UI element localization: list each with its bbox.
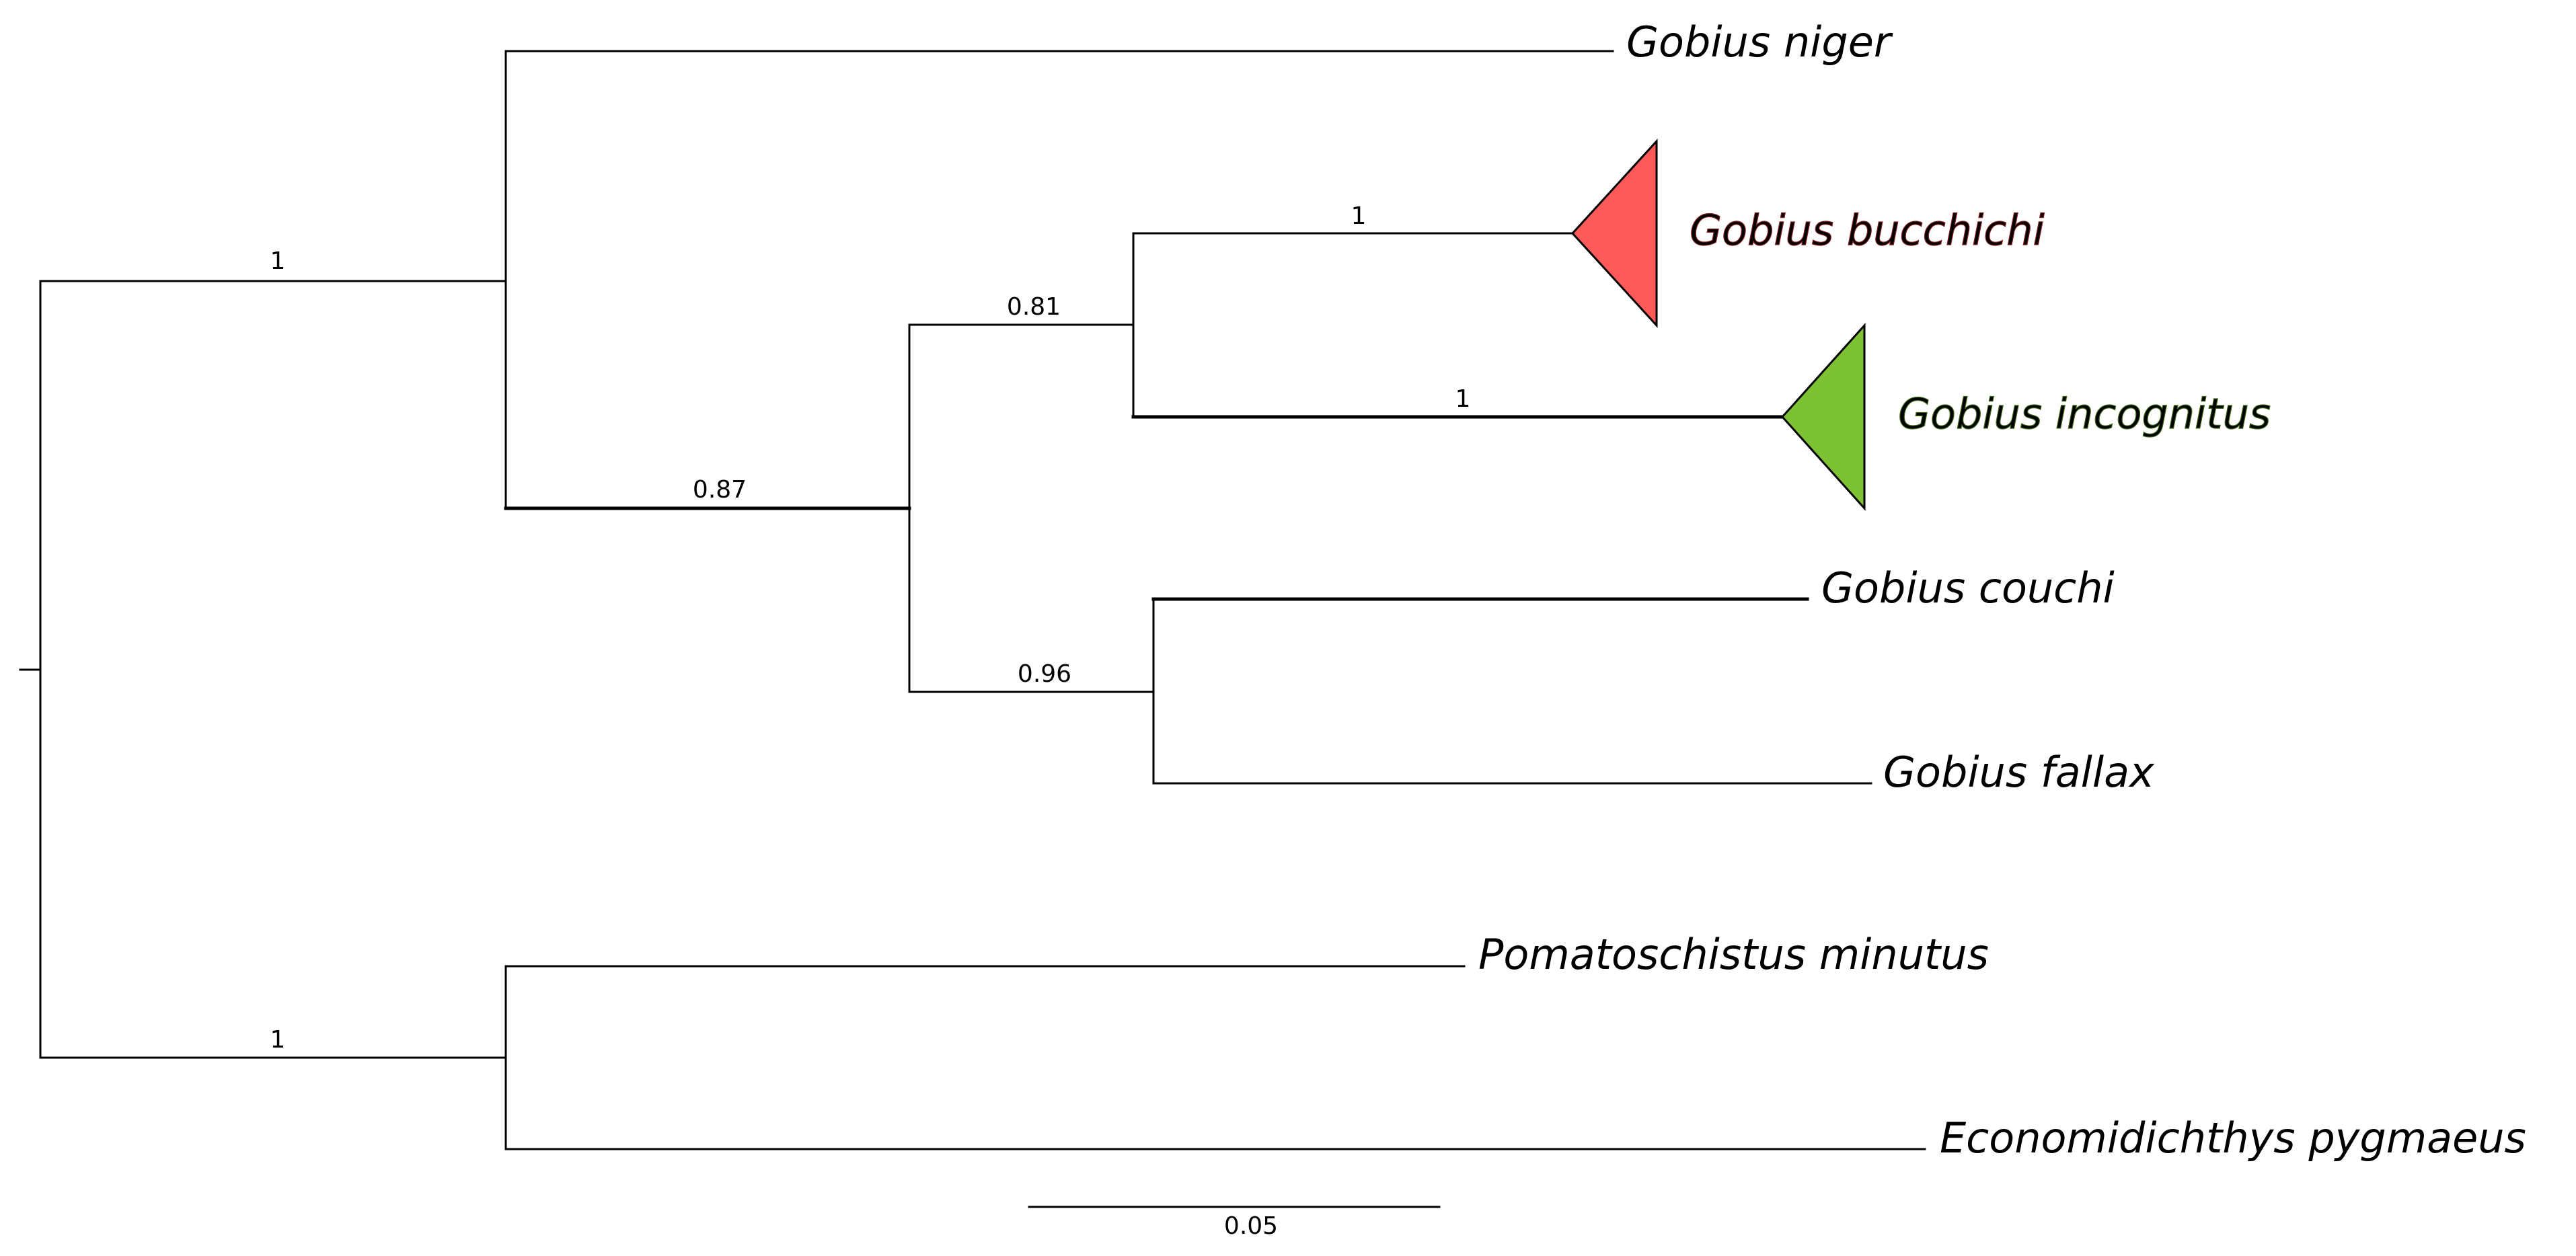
tip-gobius-fallax: Gobius fallax [1883, 748, 2155, 797]
tip-gobius-couchi: Gobius couchi [1821, 563, 2115, 613]
support-couchi-fallax: 0.96 [1018, 660, 1071, 688]
support-gobius-clade: 1 [270, 247, 286, 275]
tip-pomatoschistus-minutus: Pomatoschistus minutus [1478, 930, 1989, 979]
gobius-bucchichi-collapsed-clade [1570, 139, 1658, 328]
support-bucchichi: 1 [1351, 202, 1367, 230]
tip-gobius-niger: Gobius niger [1626, 17, 1893, 67]
tip-gobius-bucchichi: Gobius bucchichi [1690, 206, 2045, 255]
support-incognitus: 1 [1455, 385, 1471, 413]
tip-gobius-incognitus: Gobius incognitus [1898, 389, 2271, 438]
support-inner-clade: 0.87 [693, 476, 747, 504]
scale-bar-label: 0.05 [1224, 1212, 1278, 1240]
tip-economidichthys-pygmaeus: Economidichthys pygmaeus [1940, 1113, 2526, 1163]
gobius-incognitus-collapsed-clade [1780, 323, 1866, 511]
support-outgroup: 1 [270, 1026, 286, 1054]
support-bucchichi-incognitus: 0.81 [1007, 293, 1061, 321]
